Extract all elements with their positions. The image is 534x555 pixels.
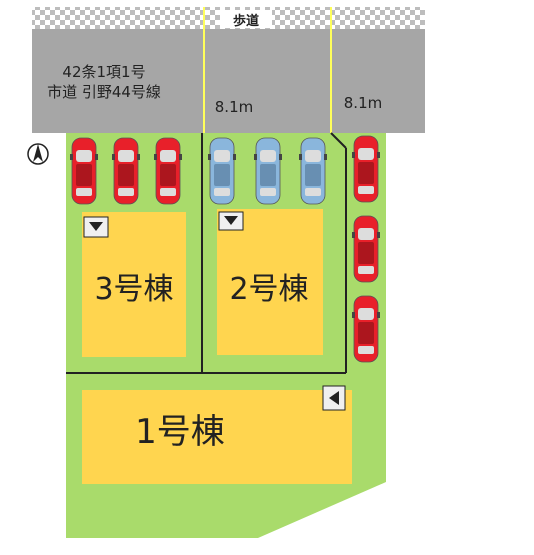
car-3	[154, 137, 182, 205]
road-name: 市道 引野44号線	[47, 83, 161, 101]
car-1	[70, 137, 98, 205]
car-7	[352, 135, 380, 203]
triangle-down-icon	[224, 216, 238, 225]
building-2-label: 2号棟	[229, 272, 308, 307]
road	[32, 29, 425, 133]
road-designation: 42条1項1号	[62, 63, 145, 81]
boundary-line-road-bend	[330, 132, 347, 149]
road-width-right: 8.1m	[344, 94, 382, 112]
building-2	[217, 209, 323, 355]
car-5	[254, 137, 282, 205]
car-4	[208, 137, 236, 205]
north-arrow-icon	[27, 143, 49, 165]
sidewalk-label-bg	[220, 10, 272, 28]
parking-spaces	[70, 135, 380, 363]
car-2	[112, 137, 140, 205]
triangle-left-icon	[329, 391, 339, 405]
car-9	[352, 295, 380, 363]
entry-marker-1	[322, 385, 346, 411]
building-1-label: 1号棟	[135, 412, 225, 452]
building-1	[82, 390, 352, 484]
triangle-down-icon	[89, 222, 103, 231]
entry-marker-3	[83, 216, 109, 238]
car-8	[352, 215, 380, 283]
entry-marker-2	[218, 211, 244, 231]
car-6	[299, 137, 327, 205]
sidewalk-label: 歩道	[233, 13, 259, 29]
road-width-left: 8.1m	[215, 98, 253, 116]
building-3-label: 3号棟	[94, 272, 173, 307]
